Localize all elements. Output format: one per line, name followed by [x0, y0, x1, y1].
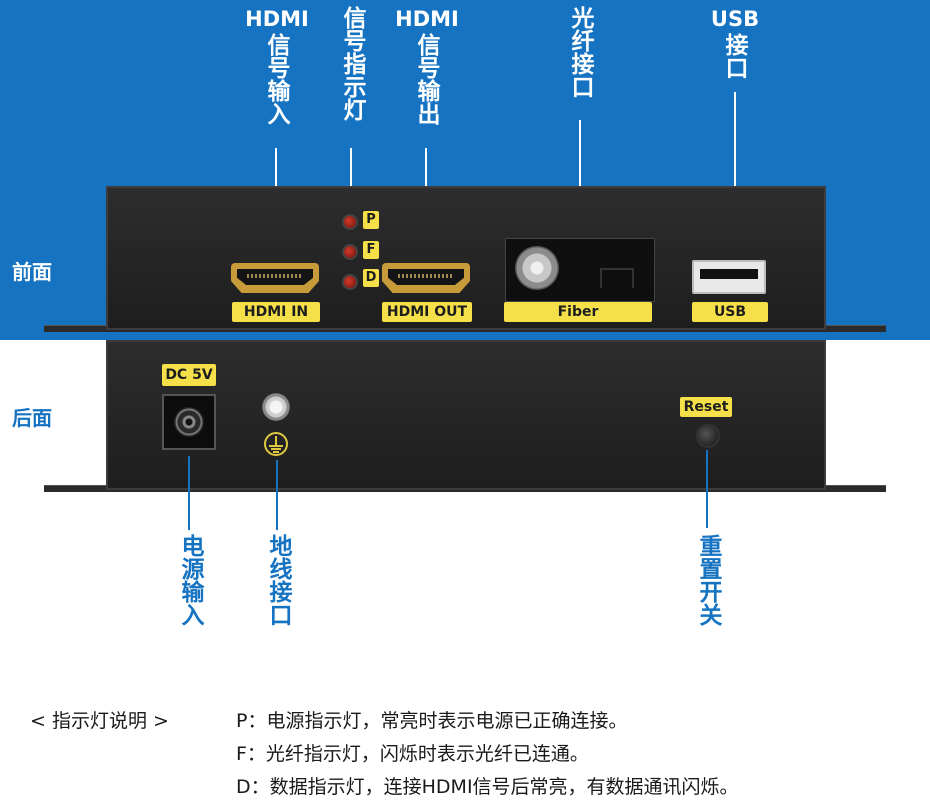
fiber-port — [515, 246, 559, 290]
hdmi-in-port — [231, 263, 319, 293]
ground-screw — [262, 393, 290, 421]
hdmi-out-callout-prefix: HDMI — [395, 7, 459, 31]
reset-leader-line — [706, 450, 708, 528]
reset-callout: 重置开关 — [695, 534, 721, 626]
indicator-callout: 信号指示灯 — [339, 6, 365, 121]
led-f-tag: F — [363, 241, 379, 259]
usb-tag: USB — [692, 302, 768, 322]
note-d: D：数据指示灯，连接HDMI信号后常亮，有数据通讯闪烁。 — [236, 776, 739, 798]
notes-heading: < 指示灯说明 > — [30, 710, 169, 732]
hdmi-out-tag: HDMI OUT — [382, 302, 472, 322]
dc-tag: DC 5V — [162, 364, 216, 386]
ground-icon — [264, 432, 288, 456]
indicator-leader-line — [350, 148, 352, 196]
reset-tag: Reset — [680, 397, 732, 417]
fiber-leader-line — [579, 120, 581, 224]
led-d-tag: D — [363, 269, 379, 287]
note-p: P：电源指示灯，常亮时表示电源已正确连接。 — [236, 710, 628, 732]
hdmi-in-callout-prefix: HDMI — [245, 7, 309, 31]
front-side-label: 前面 — [12, 260, 52, 284]
usb-port — [692, 260, 766, 294]
note-f: F：光纤指示灯，闪烁时表示光纤已连通。 — [236, 743, 589, 765]
ground-leader-line — [276, 460, 278, 530]
power-leader-line — [188, 456, 190, 530]
power-callout: 电源输入 — [177, 534, 203, 626]
reset-button — [696, 424, 720, 448]
dc-power-jack — [162, 394, 216, 450]
hdmi-in-tag: HDMI IN — [232, 302, 320, 322]
fiber-callout: 光纤接口 — [567, 6, 593, 98]
fiber-tag: Fiber — [504, 302, 652, 322]
led-p-tag: P — [363, 211, 379, 229]
back-side-label: 后面 — [12, 406, 52, 430]
usb-callout-prefix: USB — [710, 7, 760, 31]
led-f-indicator — [342, 244, 358, 260]
hdmi-in-callout: 信号输入 — [263, 33, 289, 125]
fiber-latch — [600, 268, 634, 288]
led-p-indicator — [342, 214, 358, 230]
ground-callout: 地线接口 — [265, 534, 291, 626]
usb-leader-line — [734, 92, 736, 258]
usb-callout: 接口 — [721, 33, 747, 79]
hdmi-out-port — [382, 263, 470, 293]
hdmi-out-callout: 信号输出 — [413, 33, 439, 125]
led-d-indicator — [342, 274, 358, 290]
